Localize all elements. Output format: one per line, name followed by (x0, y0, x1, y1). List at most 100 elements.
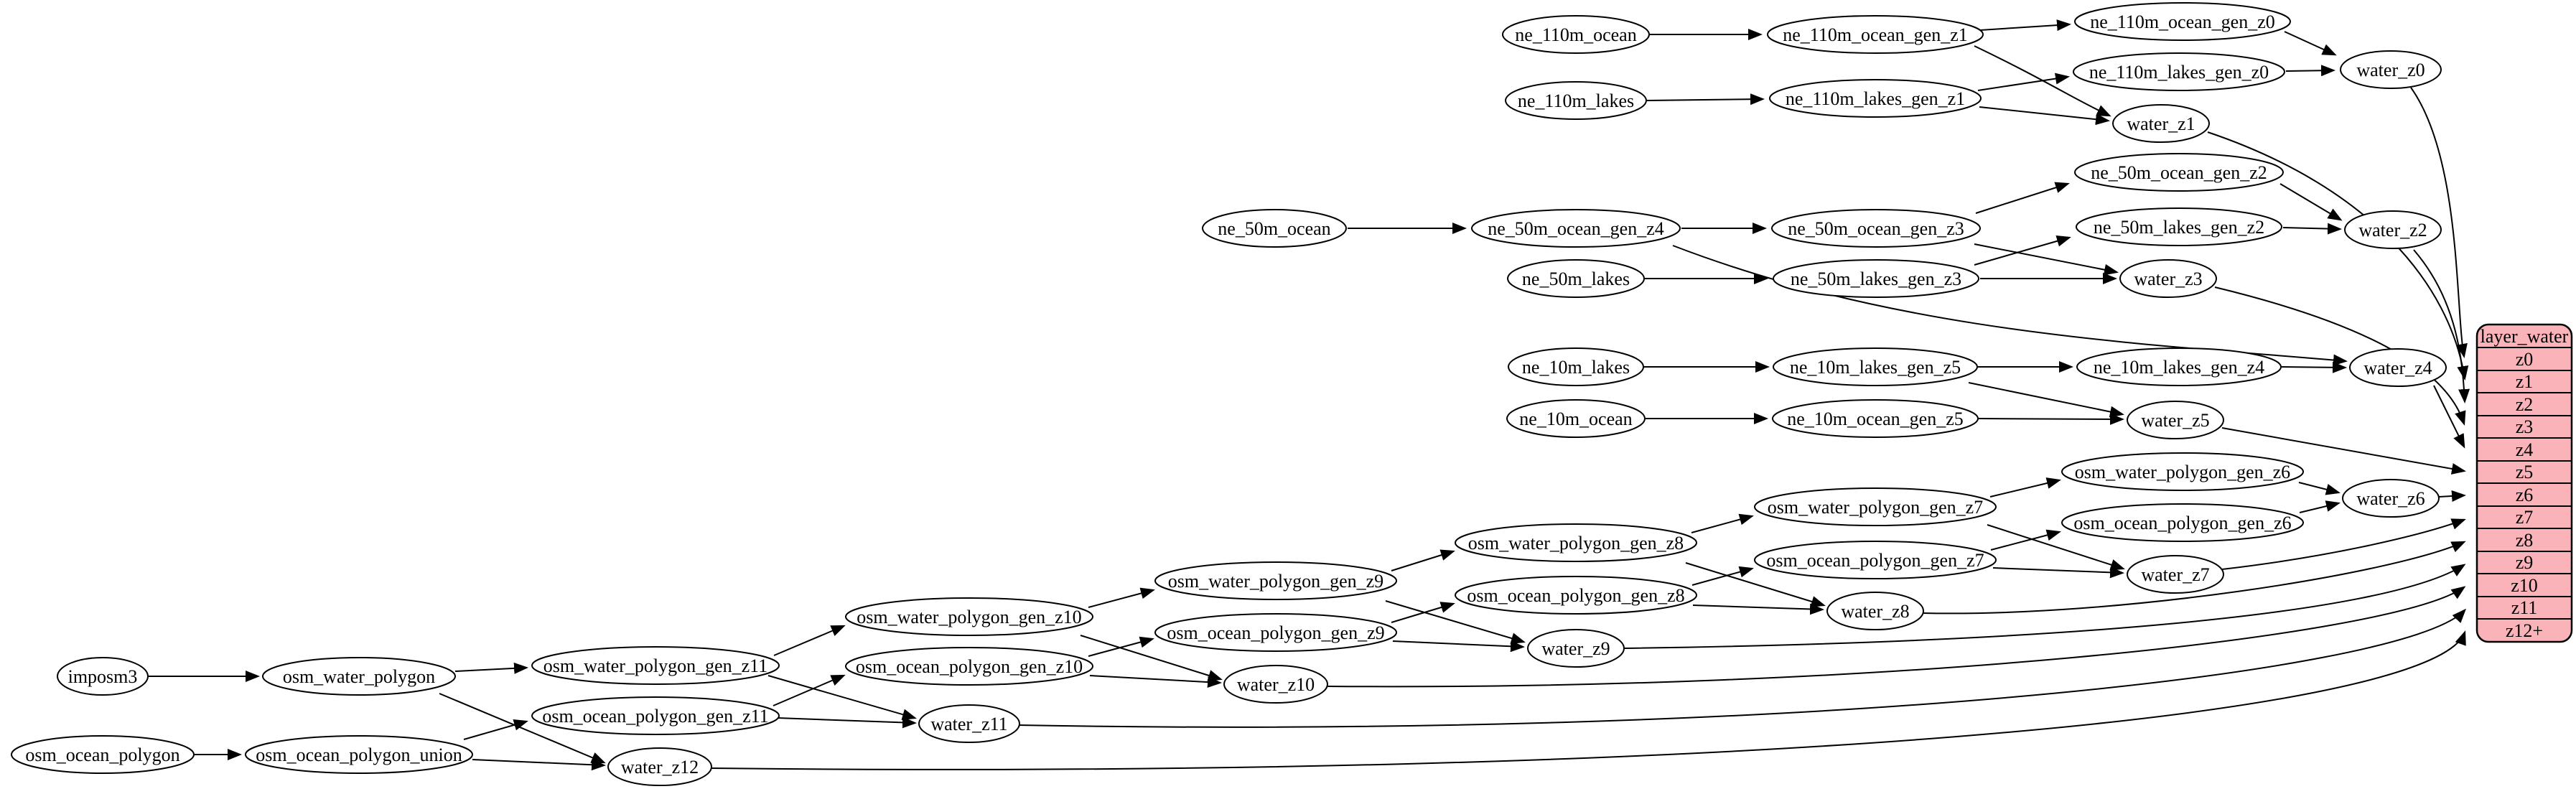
edge-osm_ocean_polygon_union-osm_ocean_polygon_gen_z11 (463, 719, 528, 740)
table-row-z9: z9 (2516, 552, 2534, 573)
node-ellipse (2074, 153, 2284, 192)
node-label: osm_water_polygon_gen_z9 (1168, 571, 1383, 592)
edge-ne_110m_ocean_gen_z1-water_z1 (1974, 45, 2111, 117)
node-ellipse (2073, 52, 2285, 91)
node-osm_ocean_polygon_gen_z10: osm_ocean_polygon_gen_z10 (845, 647, 1093, 686)
node-osm_water_polygon_gen_z6: osm_water_polygon_gen_z6 (2061, 452, 2304, 491)
node-ne_110m_ocean_gen_z1: ne_110m_ocean_gen_z1 (1767, 15, 1984, 54)
node-ellipse (531, 646, 780, 685)
node-label: water_z7 (2141, 564, 2209, 585)
node-ellipse (1154, 561, 1397, 600)
node-label: ne_10m_lakes_gen_z5 (1790, 357, 1961, 378)
node-water_z1: water_z1 (2112, 104, 2210, 143)
node-ellipse (2076, 207, 2282, 246)
node-label: ne_10m_ocean_gen_z5 (1787, 408, 1963, 429)
node-label: water_z8 (1841, 601, 1909, 622)
node-label: osm_ocean_polygon_gen_z6 (2073, 513, 2291, 533)
node-label: ne_50m_lakes_gen_z3 (1791, 269, 1961, 289)
edge-osm_ocean_polygon_gen_z11-water_z11 (777, 716, 917, 729)
table-row-z0: z0 (2516, 349, 2534, 370)
node-label: water_z2 (2358, 220, 2427, 241)
table-title: layer_water (2481, 326, 2569, 347)
node-ellipse (1507, 259, 1645, 298)
node-ellipse (2340, 50, 2442, 89)
node-label: water_z10 (1237, 674, 1315, 695)
node-ellipse (2127, 555, 2224, 594)
node-ellipse (2061, 503, 2304, 542)
edge-ne_110m_lakes_gen_z1-water_z1 (1979, 106, 2110, 126)
edge-water_z9-row_z9 (1623, 564, 2466, 649)
node-ellipse (845, 647, 1093, 686)
table-row-z4: z4 (2516, 439, 2534, 460)
table-row-z2: z2 (2516, 394, 2534, 415)
node-label: water_z0 (2356, 60, 2425, 80)
node-ellipse (1471, 209, 1681, 248)
edge-water_z11-row_z11 (1017, 608, 2467, 728)
table-row-z10: z10 (2511, 575, 2538, 596)
edge-osm_ocean_polygon_gen_z10-water_z10 (1089, 675, 1222, 688)
node-ne_110m_ocean: ne_110m_ocean (1502, 15, 1650, 54)
node-label: ne_50m_lakes_gen_z2 (2094, 217, 2264, 238)
layer-water-table: layer_water z0 z1 z2 z3 z4 z5 z6 z7 z8 z… (2475, 323, 2573, 643)
edge-ne_110m_lakes_gen_z1-ne_110m_lakes_gen_z0 (1977, 73, 2070, 91)
node-label: ne_10m_lakes (1522, 357, 1630, 378)
node-ellipse (918, 704, 1020, 743)
node-ellipse (1455, 523, 1697, 562)
node-label: ne_110m_ocean_gen_z0 (2090, 11, 2275, 32)
node-imposm3: imposm3 (57, 657, 149, 696)
node-ellipse (1826, 592, 1924, 630)
node-ne_110m_lakes: ne_110m_lakes (1505, 81, 1647, 120)
node-label: osm_ocean_polygon_gen_z11 (542, 706, 768, 727)
node-label: water_z6 (2356, 488, 2425, 509)
table-row-z6: z6 (2516, 485, 2534, 505)
node-label: ne_10m_lakes_gen_z4 (2094, 357, 2264, 378)
node-label: ne_50m_ocean (1218, 218, 1330, 239)
table-row-z5: z5 (2516, 462, 2534, 482)
edge-water_z8-row_z8 (1922, 541, 2466, 615)
node-ellipse (245, 735, 473, 774)
node-label: ne_110m_ocean (1515, 24, 1636, 45)
nodes-layer: ne_110m_ocean ne_110m_ocean_gen_z1 ne_11… (11, 2, 2447, 786)
node-label: osm_water_polygon (283, 666, 435, 687)
node-ellipse (1773, 259, 1979, 298)
node-ne_50m_lakes: ne_50m_lakes (1507, 259, 1645, 298)
node-label: water_z11 (930, 714, 1007, 734)
edge-water_z2-row_z2 (2413, 249, 2470, 403)
node-ne_50m_lakes_gen_z2: ne_50m_lakes_gen_z2 (2076, 207, 2282, 246)
node-label: ne_50m_lakes (1522, 269, 1630, 289)
edge-osm_ocean_polygon_gen_z7-water_z7 (1992, 566, 2124, 579)
node-label: osm_water_polygon_gen_z7 (1768, 497, 1983, 518)
node-osm_ocean_polygon_union: osm_ocean_polygon_union (245, 735, 473, 774)
node-ne_50m_ocean_gen_z4: ne_50m_ocean_gen_z4 (1471, 209, 1681, 248)
node-ne_50m_ocean_gen_z2: ne_50m_ocean_gen_z2 (2074, 153, 2284, 192)
edge-water_z5-row_z5 (2221, 427, 2466, 475)
edge-osm_ocean_polygon_gen_z9-osm_ocean_polygon_gen_z8 (1391, 602, 1455, 623)
node-ellipse (1527, 629, 1625, 668)
node-label: ne_50m_ocean_gen_z3 (1788, 218, 1964, 239)
node-label: ne_110m_lakes (1518, 90, 1634, 111)
node-water_z6: water_z6 (2342, 479, 2440, 518)
edge-osm_ocean_polygon_gen_z8-water_z8 (1692, 603, 1824, 615)
node-water_z7: water_z7 (2127, 555, 2224, 594)
node-ne_10m_ocean_gen_z5: ne_10m_ocean_gen_z5 (1772, 399, 1979, 438)
node-osm_ocean_polygon_gen_z11: osm_ocean_polygon_gen_z11 (531, 696, 780, 735)
edge-osm_water_polygon_gen_z6-water_z6 (2298, 482, 2341, 495)
node-label: ne_110m_ocean_gen_z1 (1783, 24, 1968, 45)
edge-osm_water_polygon_gen_z10-osm_water_polygon_gen_z9 (1088, 587, 1155, 608)
node-label: osm_water_polygon_gen_z10 (857, 607, 1081, 627)
node-ellipse (2342, 479, 2440, 518)
edges-layer (148, 19, 2470, 771)
node-ellipse (1505, 81, 1647, 120)
edge-osm_ocean_polygon_gen_z9-water_z9 (1392, 640, 1525, 653)
node-osm_water_polygon_gen_z11: osm_water_polygon_gen_z11 (531, 646, 780, 685)
node-ellipse (1769, 79, 1982, 118)
node-label: water_z9 (1541, 638, 1610, 659)
edge-water_z10-row_z10 (1327, 586, 2466, 688)
node-ne_10m_lakes_gen_z5: ne_10m_lakes_gen_z5 (1773, 347, 1978, 386)
node-osm_water_polygon: osm_water_polygon (262, 657, 456, 696)
node-ellipse (1773, 347, 1978, 386)
node-ellipse (11, 735, 195, 774)
node-label: osm_ocean_polygon_gen_z8 (1467, 585, 1684, 606)
edge-osm_water_polygon-osm_water_polygon_gen_z11 (454, 662, 528, 674)
